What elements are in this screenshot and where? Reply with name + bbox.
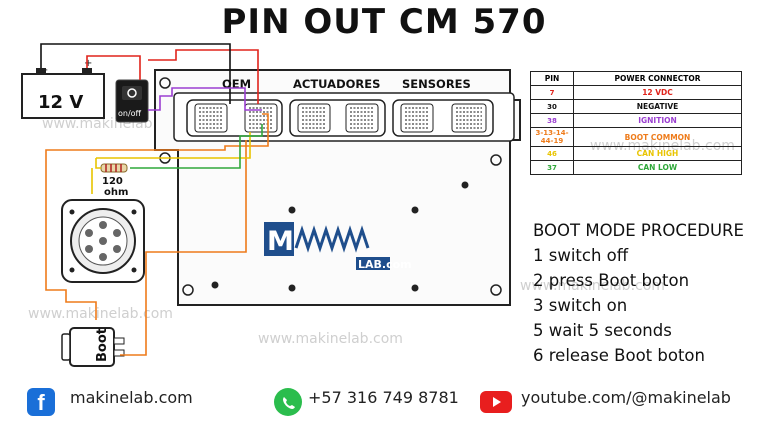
youtube-link[interactable]: youtube.com/@makinelab bbox=[521, 388, 731, 407]
pin-number: 30 bbox=[530, 99, 574, 114]
resistor-value: 120 bbox=[102, 176, 123, 187]
pin-function: BOOT COMMON bbox=[573, 127, 742, 147]
whatsapp-icon[interactable] bbox=[274, 388, 302, 416]
pin-number: 7 bbox=[530, 85, 574, 100]
whatsapp-link[interactable]: +57 316 749 8781 bbox=[308, 388, 459, 407]
boot-step-5: 6 release Boot boton bbox=[533, 346, 705, 365]
svg-text:−: − bbox=[40, 65, 48, 76]
connector-actuadores bbox=[289, 99, 386, 137]
connector-label-sensores: SENSORES bbox=[402, 77, 471, 91]
pin-number: 37 bbox=[530, 160, 574, 175]
pin-function: 12 VDC bbox=[573, 85, 742, 100]
pin-function: CAN LOW bbox=[573, 160, 742, 175]
pin-table-header-pin: PIN bbox=[530, 71, 574, 86]
pin-function: IGNITION bbox=[573, 113, 742, 128]
facebook-link[interactable]: makinelab.com bbox=[70, 388, 193, 407]
pin-number: 46 bbox=[530, 146, 574, 161]
pin-function: CAN HIGH bbox=[573, 146, 742, 161]
boot-procedure: BOOT MODE PROCEDURE 1 switch off 2 press… bbox=[533, 218, 744, 368]
page-title: PIN OUT CM 570 bbox=[221, 2, 547, 42]
switch-label: on/off bbox=[118, 109, 142, 118]
connector-oem bbox=[186, 99, 283, 137]
boot-procedure-title: BOOT MODE PROCEDURE bbox=[533, 221, 744, 240]
pin-function: NEGATIVE bbox=[573, 99, 742, 114]
pin-number: 3-13-14-44-19 bbox=[530, 127, 574, 147]
watermark-4: www.makinelab.com bbox=[258, 331, 403, 347]
svg-text:+: + bbox=[84, 58, 92, 69]
on-off-switch: on/off bbox=[115, 79, 149, 123]
boot-step-1: 1 switch off bbox=[533, 246, 629, 265]
diagnostic-connector bbox=[61, 199, 145, 283]
pin-table-header-connector: POWER CONNECTOR bbox=[573, 71, 742, 86]
svg-text:M: M bbox=[267, 226, 294, 257]
pin-number: 38 bbox=[530, 113, 574, 128]
makinelab-logo: M LAB.com bbox=[264, 222, 412, 271]
boot-step-3: 3 switch on bbox=[533, 296, 628, 315]
connector-label-actuadores: ACTUADORES bbox=[293, 77, 380, 91]
connector-label-oem: OEM bbox=[222, 77, 251, 91]
boot-step-4: 5 wait 5 seconds bbox=[533, 321, 672, 340]
wires bbox=[40, 43, 269, 356]
watermark-5: www.makinelab.com bbox=[520, 278, 665, 294]
boot-step-2: 2 press Boot boton bbox=[533, 271, 690, 290]
battery-label: 12 V bbox=[38, 92, 83, 113]
watermark-1: www.makinelab.com bbox=[42, 116, 187, 132]
boot-button-label: Boot bbox=[95, 328, 110, 362]
resistor-120-ohm: 120 ohm bbox=[100, 163, 128, 198]
logo-text-bottom: LAB.com bbox=[358, 258, 412, 271]
facebook-icon[interactable]: f bbox=[27, 388, 55, 416]
youtube-icon[interactable] bbox=[480, 391, 512, 413]
connector-sensores bbox=[392, 99, 494, 137]
battery: − + 12 V bbox=[21, 58, 105, 119]
boot-button: Boot bbox=[61, 327, 125, 367]
watermark-3: www.makinelab.com bbox=[28, 306, 173, 322]
resistor-unit: ohm bbox=[104, 187, 128, 198]
